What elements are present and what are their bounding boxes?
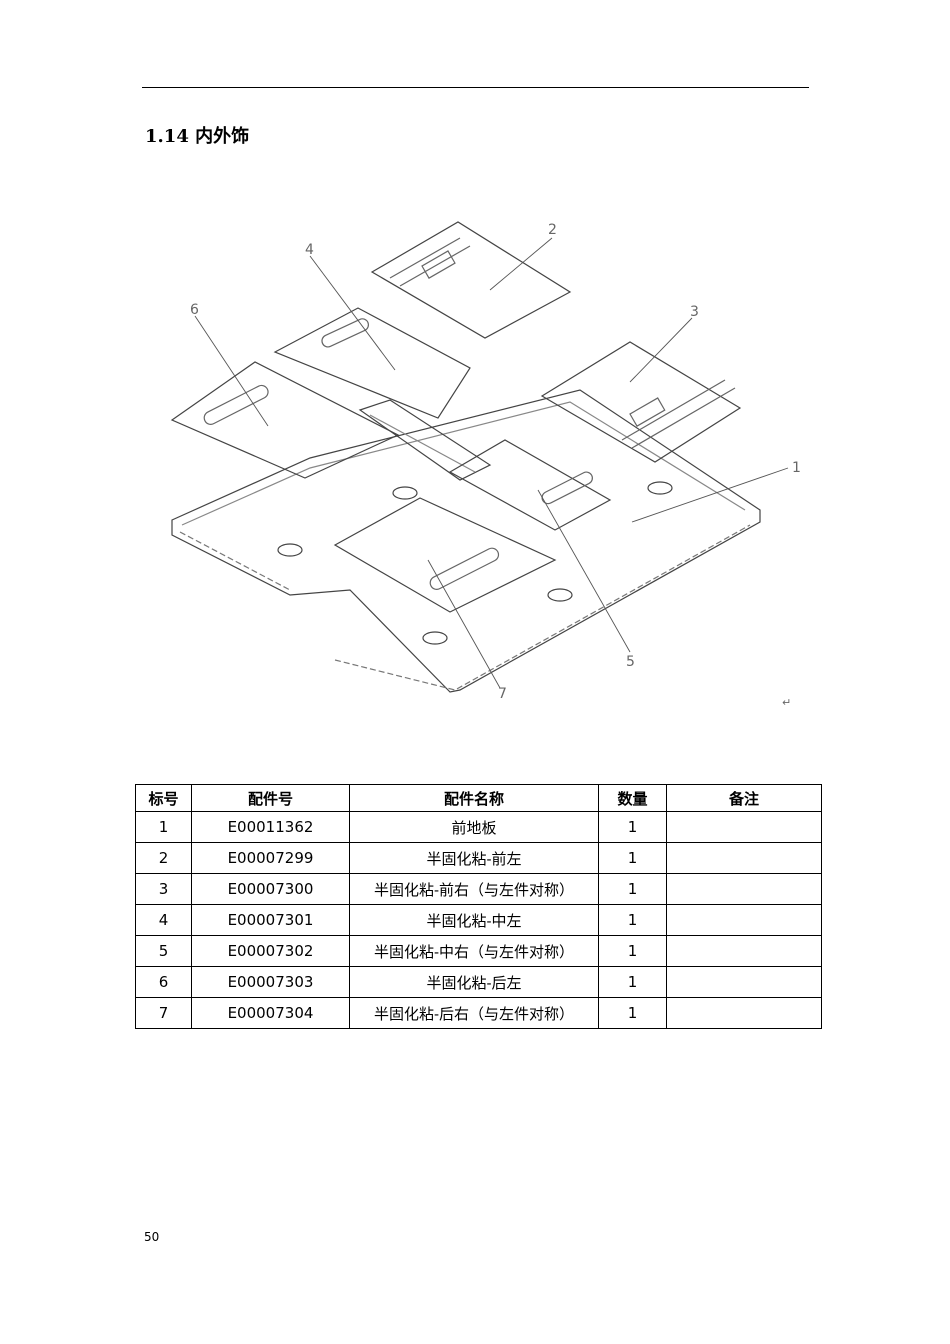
header-part-name: 配件名称 (349, 784, 599, 812)
cell-part-name: 半固化粘-中右（与左件对称） (349, 935, 599, 967)
cell-qty: 1 (598, 935, 667, 967)
cell-note (666, 873, 822, 905)
page-number: 50 (144, 1230, 160, 1244)
cell-note (666, 966, 822, 998)
cell-part-name: 前地板 (349, 811, 599, 843)
cell-part-no: E00007304 (191, 997, 350, 1029)
callout-5: 5 (626, 654, 635, 670)
cell-no: 6 (135, 966, 192, 998)
cell-part-no: E00007301 (191, 904, 350, 936)
callout-2: 2 (548, 222, 557, 238)
panel-3 (540, 341, 742, 463)
header-rule (142, 87, 809, 88)
panel-5 (448, 439, 612, 531)
cell-no: 7 (135, 997, 192, 1029)
panel-2 (370, 221, 572, 339)
header-note: 备注 (666, 784, 822, 812)
cell-no: 3 (135, 873, 192, 905)
cell-qty: 1 (598, 997, 667, 1029)
cell-no: 5 (135, 935, 192, 967)
cell-part-no: E00007303 (191, 966, 350, 998)
cell-part-name: 半固化粘-前左 (349, 842, 599, 874)
header-no: 标号 (135, 784, 192, 812)
cell-no: 1 (135, 811, 192, 843)
cell-note (666, 997, 822, 1029)
panel-7 (333, 497, 557, 613)
cell-qty: 1 (598, 811, 667, 843)
cell-part-name: 半固化粘-中左 (349, 904, 599, 936)
panel-4 (273, 307, 471, 419)
table-row: 6 E00007303 半固化粘-后左 1 (135, 966, 822, 998)
cell-part-name: 半固化粘-后左 (349, 966, 599, 998)
cell-no: 2 (135, 842, 192, 874)
callout-3: 3 (690, 304, 699, 320)
cell-note (666, 904, 822, 936)
header-part-no: 配件号 (191, 784, 350, 812)
table-row: 3 E00007300 半固化粘-前右（与左件对称） 1 (135, 873, 822, 905)
exploded-floor-diagram: 1 2 3 4 5 6 7 ↵ (170, 221, 801, 709)
cell-qty: 1 (598, 904, 667, 936)
cell-part-name: 半固化粘-后右（与左件对称） (349, 997, 599, 1029)
callout-4: 4 (305, 242, 314, 258)
section-title: 1.14 内外饰 (145, 126, 250, 147)
cell-note (666, 811, 822, 843)
panel-6 (170, 361, 400, 479)
cell-no: 4 (135, 904, 192, 936)
cell-qty: 1 (598, 966, 667, 998)
table-row: 4 E00007301 半固化粘-中左 1 (135, 904, 822, 936)
cell-qty: 1 (598, 842, 667, 874)
cell-part-name: 半固化粘-前右（与左件对称） (349, 873, 599, 905)
cell-part-no: E00011362 (191, 811, 350, 843)
table-row: 2 E00007299 半固化粘-前左 1 (135, 842, 822, 874)
header-qty: 数量 (598, 784, 667, 812)
cell-note (666, 842, 822, 874)
floor-panel-outline (171, 389, 761, 693)
cell-part-no: E00007299 (191, 842, 350, 874)
cell-part-no: E00007302 (191, 935, 350, 967)
table-row: 7 E00007304 半固化粘-后右（与左件对称） 1 (135, 997, 822, 1029)
cell-qty: 1 (598, 873, 667, 905)
callout-1: 1 (792, 460, 801, 476)
table-row: 1 E00011362 前地板 1 (135, 811, 822, 843)
parts-table: 标号 配件号 配件名称 数量 备注 1 E00011362 前地板 1 2 E0… (135, 784, 822, 1029)
return-mark: ↵ (782, 696, 791, 709)
table-header-row: 标号 配件号 配件名称 数量 备注 (135, 784, 822, 812)
cell-part-no: E00007300 (191, 873, 350, 905)
cell-note (666, 935, 822, 967)
callout-7: 7 (498, 686, 507, 702)
callout-6: 6 (190, 302, 199, 318)
table-row: 5 E00007302 半固化粘-中右（与左件对称） 1 (135, 935, 822, 967)
